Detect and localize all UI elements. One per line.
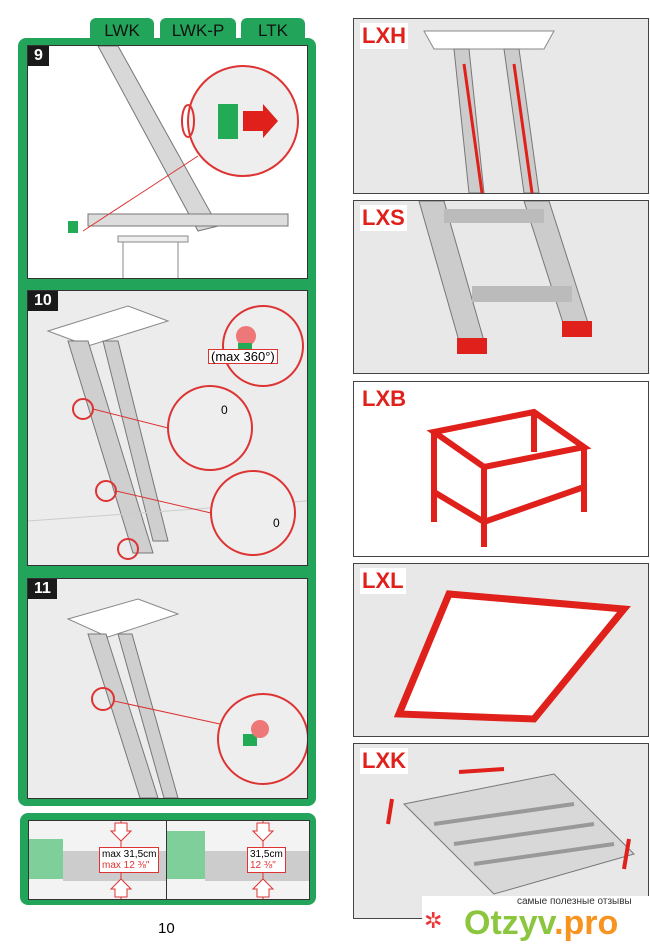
step-10-panel: (max 360°) 0 0 10 xyxy=(27,290,308,566)
watermark-logo-icon: ✲ xyxy=(424,908,443,933)
accessory-lxl: LXL xyxy=(353,563,649,737)
imperial-value: max 12 ⅜" xyxy=(102,860,150,871)
accessory-label: LXB xyxy=(360,386,408,412)
step-11-illustration xyxy=(66,598,307,798)
step-number: 9 xyxy=(28,46,49,66)
accessory-lxk: LXK xyxy=(353,743,649,919)
step-9-illustration xyxy=(68,46,299,278)
watermark-tagline: самые полезные отзывы xyxy=(517,896,632,907)
accessory-label: LXH xyxy=(360,23,408,49)
rotation-note: (max 360°) xyxy=(208,349,278,364)
watermark-brand: Otzyv.pro xyxy=(464,904,618,943)
step-9-panel: 9 xyxy=(27,45,308,279)
gap-label-b: 0 xyxy=(273,516,280,530)
accessory-lxs: LXS xyxy=(353,200,649,374)
step-10-illustration xyxy=(28,305,307,560)
accessory-label: LXS xyxy=(360,205,407,231)
accessory-lxh: LXH xyxy=(353,18,649,194)
rotation-label: (max 360°) xyxy=(211,349,275,364)
brand-tld: .pro xyxy=(554,904,619,942)
accessory-label: LXK xyxy=(360,748,408,774)
metric-value: max 31,5cm xyxy=(102,849,157,860)
imperial-value: 12 ⅜" xyxy=(250,860,276,871)
step-number: 10 xyxy=(28,291,58,311)
page-number: 10 xyxy=(158,920,175,937)
brand-main: Otzyv xyxy=(464,904,555,942)
step-number: 11 xyxy=(28,579,57,599)
accessory-label: LXL xyxy=(360,568,406,594)
accessory-lxb: LXB xyxy=(353,381,649,557)
metric-value: 31,5cm xyxy=(250,849,283,860)
step-11-panel: 11 xyxy=(27,578,308,799)
watermark: самые полезные отзывы ✲ Otzyv.pro xyxy=(422,896,650,945)
gap-label-a: 0 xyxy=(221,403,228,417)
